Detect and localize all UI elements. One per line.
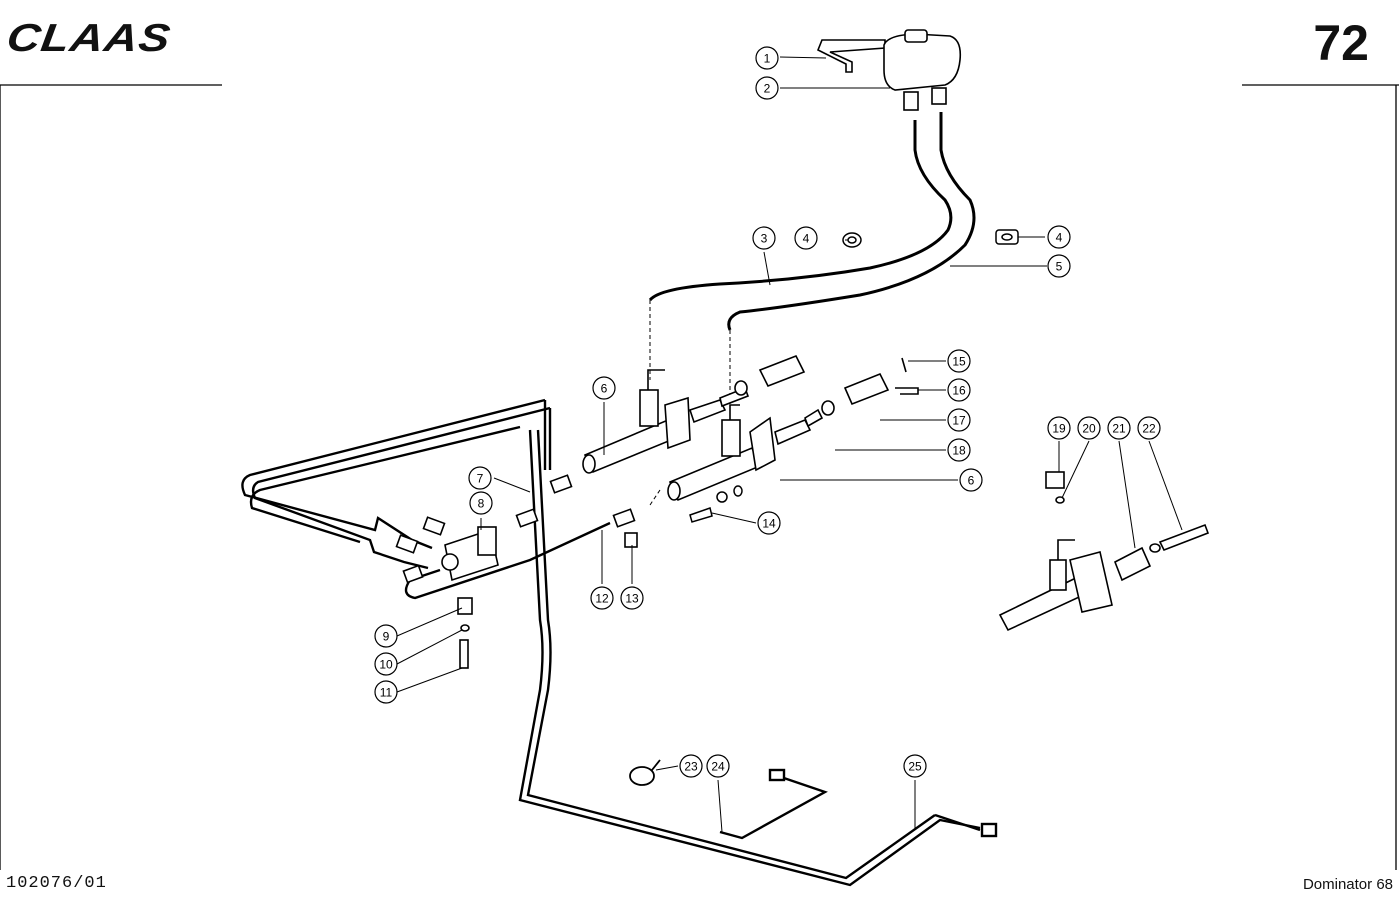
callout-label: 17: [952, 414, 966, 428]
page-frame: [0, 84, 1399, 870]
callout-18: 18: [947, 438, 971, 462]
callout-4: 4: [794, 226, 818, 250]
callout-23: 23: [679, 754, 703, 778]
pipe-25: [934, 813, 998, 838]
callout-label: 3: [761, 232, 768, 246]
callout-label: 25: [908, 760, 922, 774]
callout-label: 8: [478, 497, 485, 511]
hose-clip: [629, 759, 661, 786]
callout-19: 19: [1047, 416, 1071, 440]
callout-25: 25: [903, 754, 927, 778]
brake-pipe-loop: [241, 398, 981, 887]
callout-6: 6: [592, 376, 616, 400]
callout-label: 1: [764, 52, 771, 66]
callout-label: 16: [952, 384, 966, 398]
callout-3: 3: [752, 226, 776, 250]
callout-9: 9: [374, 624, 398, 648]
callout-4: 4: [1047, 225, 1071, 249]
distributor-block: [395, 474, 638, 669]
seal-washers: [842, 229, 1019, 248]
machine-model: Dominator 68: [1302, 876, 1393, 893]
fluid-reservoir: [816, 29, 962, 111]
slave-cylinder: [998, 471, 1210, 632]
callout-10: 10: [374, 652, 398, 676]
callout-label: 15: [952, 355, 966, 369]
callout-label: 19: [1052, 422, 1066, 436]
callout-label: 6: [601, 382, 608, 396]
callout-1: 1: [755, 46, 779, 70]
callout-label: 4: [1056, 231, 1063, 245]
document-number: 102076/01: [6, 874, 107, 893]
leader-lines: [396, 56, 1183, 833]
callout-8: 8: [469, 491, 493, 515]
clevis-parts: [734, 354, 919, 416]
callout-21: 21: [1107, 416, 1131, 440]
callout-24: 24: [706, 754, 730, 778]
callout-label: 22: [1142, 422, 1156, 436]
master-cylinder-lower: [667, 404, 824, 502]
callout-label: 7: [477, 472, 484, 486]
callout-20: 20: [1077, 416, 1101, 440]
page-number: 72: [1313, 15, 1369, 71]
callout-17: 17: [947, 408, 971, 432]
callout-label: 20: [1082, 422, 1096, 436]
callout-label: 12: [595, 592, 609, 606]
callout-12: 12: [590, 586, 614, 610]
callout-label: 11: [380, 686, 393, 700]
bolt-14: [689, 485, 743, 523]
callout-15: 15: [947, 349, 971, 373]
callout-label: 23: [684, 760, 698, 774]
callout-label: 18: [952, 444, 966, 458]
hydraulic-lines-3-5: [648, 112, 976, 331]
callout-7: 7: [468, 466, 492, 490]
callout-label: 14: [762, 517, 776, 531]
callout-16: 16: [947, 378, 971, 402]
callout-label: 5: [1056, 260, 1063, 274]
callout-22: 22: [1137, 416, 1161, 440]
callout-label: 13: [625, 592, 639, 606]
callout-2: 2: [755, 76, 779, 100]
callout-label: 10: [379, 658, 393, 672]
callout-label: 6: [968, 474, 975, 488]
callout-13: 13: [620, 586, 644, 610]
callout-label: 2: [764, 82, 771, 96]
callout-label: 21: [1112, 422, 1126, 436]
master-cylinder-upper: [582, 369, 750, 474]
callout-6: 6: [959, 468, 983, 492]
callout-label: 4: [803, 232, 810, 246]
callout-5: 5: [1047, 254, 1071, 278]
callout-label: 24: [711, 760, 725, 774]
callout-11: 11: [374, 680, 398, 704]
callout-14: 14: [757, 511, 781, 535]
callout-label: 9: [383, 630, 390, 644]
pipe-24: [719, 768, 828, 840]
